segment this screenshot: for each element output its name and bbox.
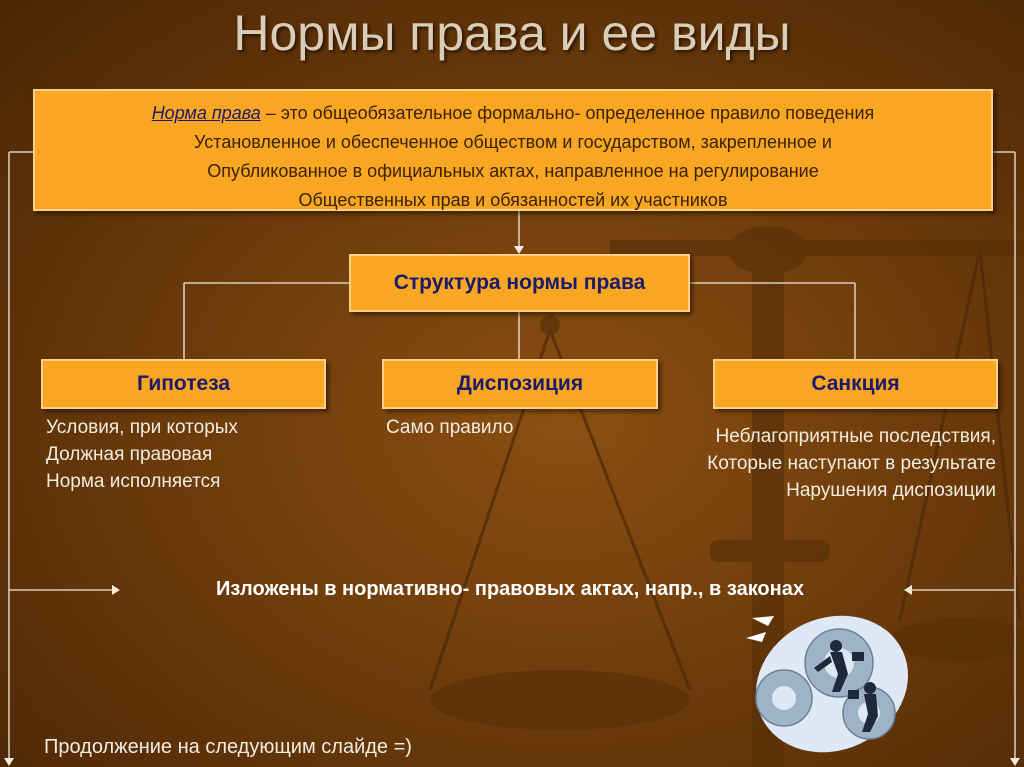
definition-box: Норма права – это общеобязательное форма…: [33, 89, 993, 211]
definition-term: Норма права: [151, 103, 261, 123]
sanction-description: Неблагоприятные последствия, Которые нас…: [600, 423, 996, 504]
definition-line: Опубликованное в официальных актах, напр…: [207, 161, 819, 181]
description-line: Должная правовая: [46, 444, 213, 465]
disposition-box: Диспозиция: [382, 359, 658, 409]
description-line: Само правило: [386, 417, 514, 438]
laws-note: Изложены в нормативно- правовых актах, н…: [216, 578, 804, 600]
hypothesis-description: Условия, при которых Должная правовая Но…: [46, 414, 238, 495]
description-line: Неблагоприятные последствия,: [715, 426, 996, 447]
disposition-description: Само правило: [386, 414, 513, 441]
description-line: Которые наступают в результате: [707, 453, 996, 474]
continuation-note: Продолжение на следующим слайде =): [44, 736, 412, 758]
definition-first-line: Норма права – это общеобязательное форма…: [35, 99, 991, 128]
structure-box: Структура нормы права: [349, 254, 690, 312]
description-line: Нарушения диспозиции: [786, 480, 996, 501]
description-line: Норма исполняется: [46, 471, 221, 492]
business-people-gears-clipart: [746, 615, 908, 753]
sanction-box: Санкция: [713, 359, 998, 409]
slide-title: Нормы права и ее виды: [233, 5, 791, 61]
definition-rest: – это общеобязательное формально- опреде…: [260, 103, 875, 123]
definition-line: Общественных прав и обязанностей их учас…: [298, 190, 728, 210]
description-line: Условия, при которых: [46, 417, 238, 438]
hypothesis-box: Гипотеза: [41, 359, 326, 409]
definition-line: Установленное и обеспеченное обществом и…: [194, 132, 832, 152]
